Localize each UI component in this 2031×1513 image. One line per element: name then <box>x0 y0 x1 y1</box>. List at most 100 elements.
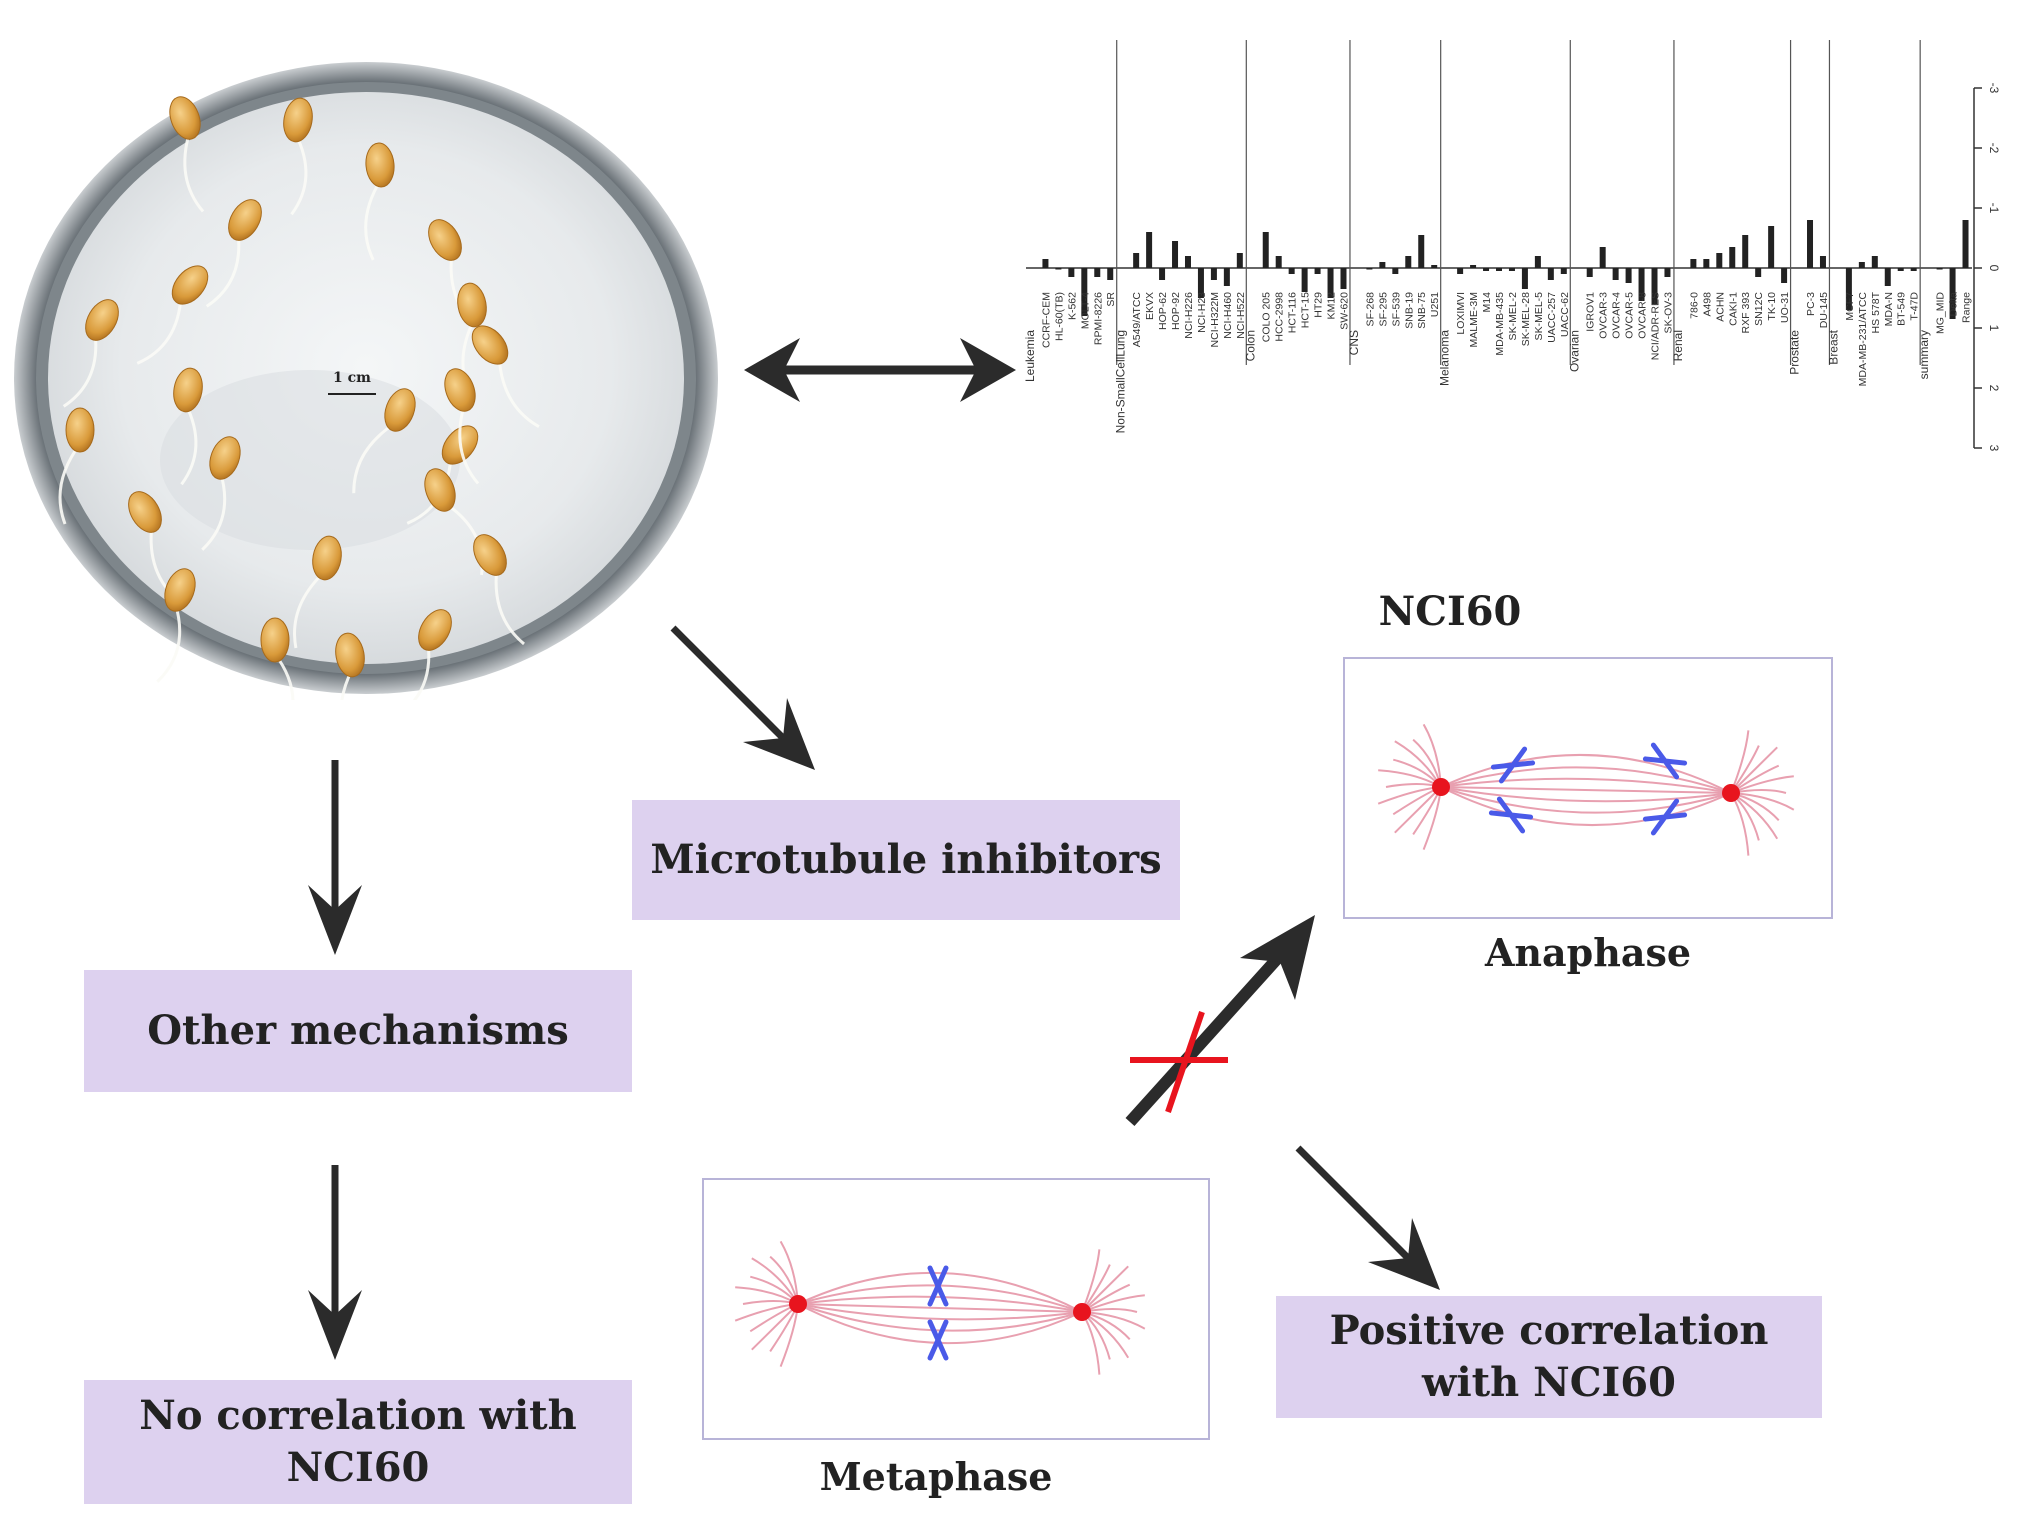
spindle-fiber <box>1440 786 1732 803</box>
cell-line-label: UO-31 <box>1779 292 1791 323</box>
chromosome-icon <box>927 1319 949 1361</box>
arrow-diagonal-icon <box>670 625 815 770</box>
cell-line-label: NCI-H322M <box>1209 292 1221 347</box>
bar <box>1651 268 1658 304</box>
bar <box>1897 268 1904 271</box>
cell-line-label: CCRF-CEM <box>1040 292 1052 348</box>
bar <box>1807 220 1814 268</box>
cell-line-label: IGROV1 <box>1585 292 1597 332</box>
anaphase-diagram <box>1343 657 1833 919</box>
scale-label: 1 cm <box>333 370 371 386</box>
bar <box>1664 268 1671 277</box>
chromosome-icon <box>1642 742 1688 780</box>
cell-line-label: DU-145 <box>1818 292 1830 328</box>
seed-icon <box>473 534 525 646</box>
seed-icon <box>205 199 262 308</box>
spindle-fiber <box>1440 754 1732 794</box>
cell-line-label: SW-620 <box>1338 292 1350 330</box>
bar <box>1470 265 1477 268</box>
metaphase-caption: Metaphase <box>819 1454 1053 1499</box>
bar <box>1327 268 1334 298</box>
seed-icon <box>293 535 342 649</box>
cell-line-label: A498 <box>1701 292 1713 317</box>
panel-label: summary <box>1917 330 1931 379</box>
anaphase-caption: Anaphase <box>1484 930 1692 975</box>
seed-icon <box>283 97 313 216</box>
seed-icon <box>201 436 241 551</box>
centrosome-icon <box>1722 784 1740 802</box>
bar <box>1379 262 1386 268</box>
bar <box>1483 268 1490 271</box>
cell-line-label: MDA-N <box>1883 292 1895 326</box>
panel-label: Melanoma <box>1438 330 1452 386</box>
bar <box>1159 268 1166 280</box>
cell-line-label: NCI-H226 <box>1183 292 1195 339</box>
cell-line-label: COLO 205 <box>1261 292 1273 342</box>
spindle-fiber <box>1440 766 1732 794</box>
bar <box>1716 253 1723 268</box>
cell-line-label: MCF7 <box>1844 292 1856 321</box>
spindle-fiber <box>1440 777 1732 794</box>
arrow-down-icon <box>308 760 362 955</box>
cell-line-label: MOLT-4 <box>1079 292 1091 329</box>
cell-line-label: A549/ATCC <box>1131 292 1143 348</box>
cell-line-label: HCT-116 <box>1287 292 1299 333</box>
bar <box>1781 268 1788 283</box>
bar <box>1508 268 1515 271</box>
bar <box>1081 268 1088 316</box>
cell-line-label: SK-MEL-5 <box>1533 292 1545 341</box>
cell-line-label: OVCAR-4 <box>1611 292 1623 339</box>
chromosome-icon <box>1642 798 1688 836</box>
cell-line-label: UACC-257 <box>1546 292 1558 343</box>
cell-line-label: NCI/ADR-RES <box>1650 292 1662 360</box>
bar <box>1392 268 1399 274</box>
cell-line-label: OVCAR-8 <box>1637 292 1649 339</box>
cell-line-label: EKVX <box>1144 292 1156 320</box>
cell-line-label: HT29 <box>1313 292 1325 318</box>
cell-line-label: HL-60(TB) <box>1053 292 1065 341</box>
bar <box>1521 268 1528 289</box>
no-correlation-box: No correlation with NCI60 <box>84 1380 632 1504</box>
cell-line-label: HCC-2998 <box>1274 292 1286 342</box>
seed-icon <box>62 299 119 408</box>
panel-label: Colon <box>1243 330 1257 361</box>
cell-line-label: HOP-62 <box>1157 292 1169 330</box>
bar <box>1560 268 1567 274</box>
bar <box>1366 268 1373 270</box>
bar <box>1301 268 1308 292</box>
cell-line-label: CAKI-1 <box>1727 292 1739 326</box>
bar <box>1094 268 1101 277</box>
spindle-fiber <box>797 1271 1083 1313</box>
cell-line-label: T-47D <box>1909 292 1921 321</box>
cell-line-label: NCI-H522 <box>1235 292 1247 339</box>
cell-line-label: MALME-3M <box>1468 292 1480 347</box>
cell-line-label: 786-0 <box>1688 292 1700 319</box>
cell-line-label: SK-MEL-28 <box>1520 292 1532 346</box>
bar <box>1236 253 1243 268</box>
seed-icon <box>173 367 203 486</box>
tick-label: 0 <box>1987 265 2001 272</box>
bar <box>1547 268 1554 280</box>
seed-icon <box>352 388 416 494</box>
bar <box>1742 235 1749 268</box>
cell-line-label: KM12 <box>1326 292 1338 320</box>
bar <box>1210 268 1217 280</box>
bar <box>1275 256 1282 268</box>
bar <box>1172 241 1179 268</box>
cell-line-label: Delta <box>1948 292 1960 317</box>
panel-label: Non-SmallCellLung <box>1114 330 1128 433</box>
bar <box>1936 268 1943 270</box>
bar <box>1729 247 1736 268</box>
bar <box>1768 226 1775 268</box>
diagram-frame <box>1343 657 1833 919</box>
seed-icon <box>335 632 365 700</box>
microtubule-inhibitors-box: Microtubule inhibitors <box>632 800 1180 920</box>
bar <box>1055 268 1062 270</box>
bar <box>1703 259 1710 268</box>
bar <box>1962 220 1969 268</box>
bar <box>1638 268 1645 301</box>
bar <box>1340 268 1347 289</box>
cell-line-label: K-562 <box>1066 292 1078 320</box>
bar <box>1068 268 1075 277</box>
cell-line-label: SF-268 <box>1364 292 1376 327</box>
